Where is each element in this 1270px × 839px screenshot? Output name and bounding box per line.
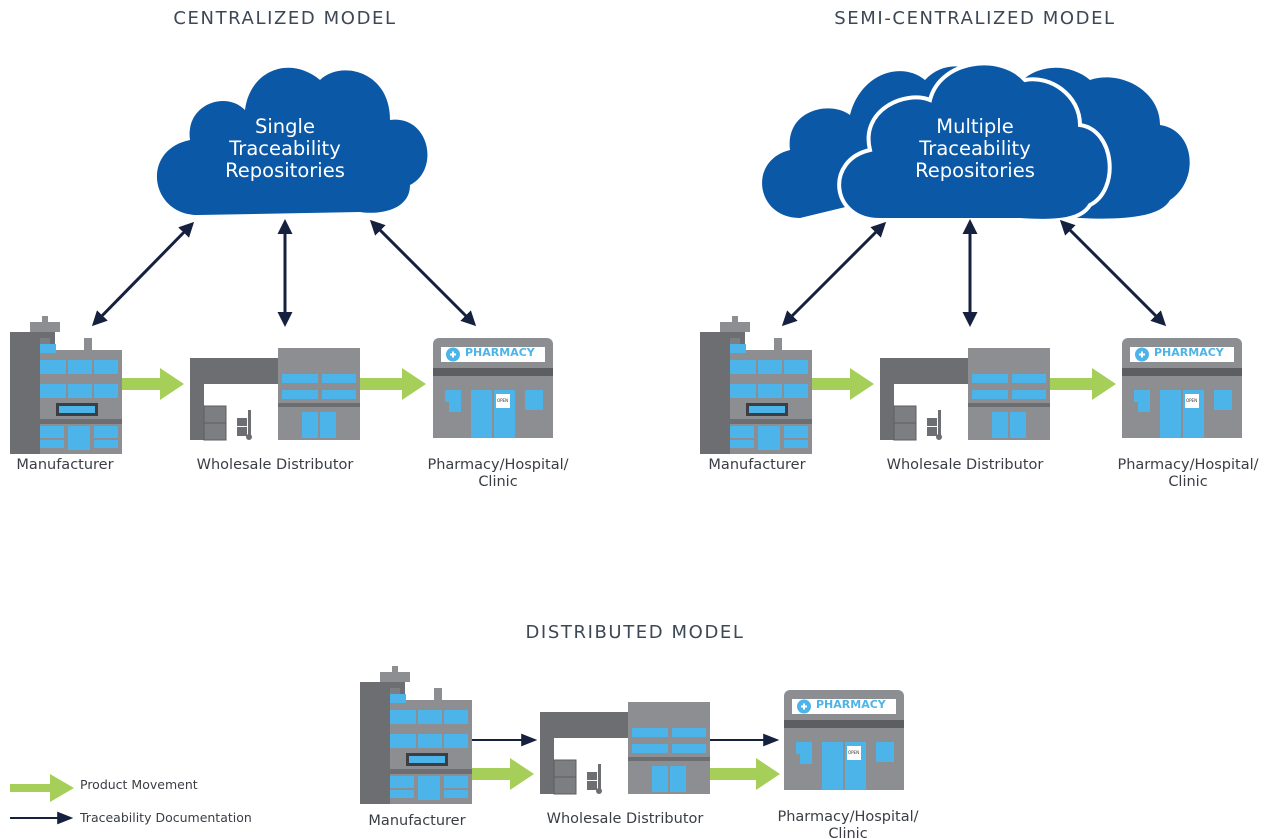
manufacturer-building-semi (700, 316, 812, 454)
legend-traceability-label: Traceability Documentation (80, 810, 252, 825)
traceability-arrows-centralized (91, 219, 477, 327)
open-sign-centralized: OPEN (497, 398, 509, 403)
label-wholesaler-centralized: Wholesale Distributor (196, 457, 354, 473)
label-pharmacy-centralized: Pharmacy/Hospital/ Clinic (418, 457, 578, 491)
open-sign-semi: OPEN (1186, 398, 1198, 403)
legend-product-label: Product Movement (80, 777, 198, 792)
product-arrow-centralized-1 (122, 368, 184, 400)
title-semi-centralized: SEMI-CENTRALIZED MODEL (834, 8, 1116, 29)
traceability-arrows-distributed (10, 733, 780, 825)
cloud-line: Traceability (229, 137, 341, 160)
open-sign-distributed: OPEN (848, 750, 860, 755)
trace-arrow-c-pharmacy (369, 219, 477, 327)
product-arrow-centralized-2 (360, 368, 426, 400)
label-line: Clinic (478, 474, 518, 490)
cloud-line: Repositories (915, 159, 1035, 182)
cloud-text-centralized: Single Traceability Repositories (210, 116, 360, 182)
label-line: Pharmacy/Hospital/ (427, 457, 569, 473)
title-distributed: DISTRIBUTED MODEL (525, 622, 745, 643)
label-wholesaler-distributed: Wholesale Distributor (546, 811, 704, 827)
legend-product-arrow (10, 774, 74, 802)
traceability-arrows-semi (781, 219, 1167, 327)
label-line: Pharmacy/Hospital/ (1117, 457, 1259, 473)
title-centralized: CENTRALIZED MODEL (173, 8, 397, 29)
cloud-line: Traceability (919, 137, 1031, 160)
label-manufacturer-distributed: Manufacturer (368, 813, 466, 829)
cloud-semi-centralized (762, 61, 1190, 223)
manufacturer-building-centralized (10, 316, 122, 454)
pharmacy-sign-distributed: PHARMACY (816, 698, 886, 711)
product-arrow-semi-2 (1050, 368, 1116, 400)
manufacturer-building-distributed (360, 666, 472, 804)
pharmacy-sign-semi: PHARMACY (1154, 346, 1224, 359)
cloud-centralized (156, 67, 428, 216)
label-wholesaler-semi: Wholesale Distributor (886, 457, 1044, 473)
trace-arrow-s-pharmacy (1059, 219, 1167, 327)
warehouse-building-centralized (189, 347, 361, 441)
pharmacy-sign-centralized: PHARMACY (465, 346, 535, 359)
warehouse-building-distributed (539, 701, 711, 795)
warehouse-building-semi (879, 347, 1051, 441)
product-arrow-distributed-1 (472, 758, 534, 790)
label-manufacturer-semi: Manufacturer (708, 457, 806, 473)
cloud-line: Repositories (225, 159, 345, 182)
label-pharmacy-distributed: Pharmacy/Hospital/ Clinic (768, 809, 928, 839)
label-line: Pharmacy/Hospital/ (777, 809, 919, 825)
label-line: Clinic (828, 826, 868, 839)
cloud-line: Multiple (936, 115, 1014, 138)
label-manufacturer-centralized: Manufacturer (16, 457, 114, 473)
trace-arrow-c-manufacturer (91, 221, 195, 327)
label-pharmacy-semi: Pharmacy/Hospital/ Clinic (1108, 457, 1268, 491)
cloud-text-semi: Multiple Traceability Repositories (900, 116, 1050, 182)
product-arrows (10, 368, 1116, 802)
product-arrow-distributed-2 (710, 758, 780, 790)
trace-arrow-s-manufacturer (781, 221, 887, 327)
cloud-line: Single (255, 115, 315, 138)
product-arrow-semi-1 (812, 368, 874, 400)
label-line: Clinic (1168, 474, 1208, 490)
